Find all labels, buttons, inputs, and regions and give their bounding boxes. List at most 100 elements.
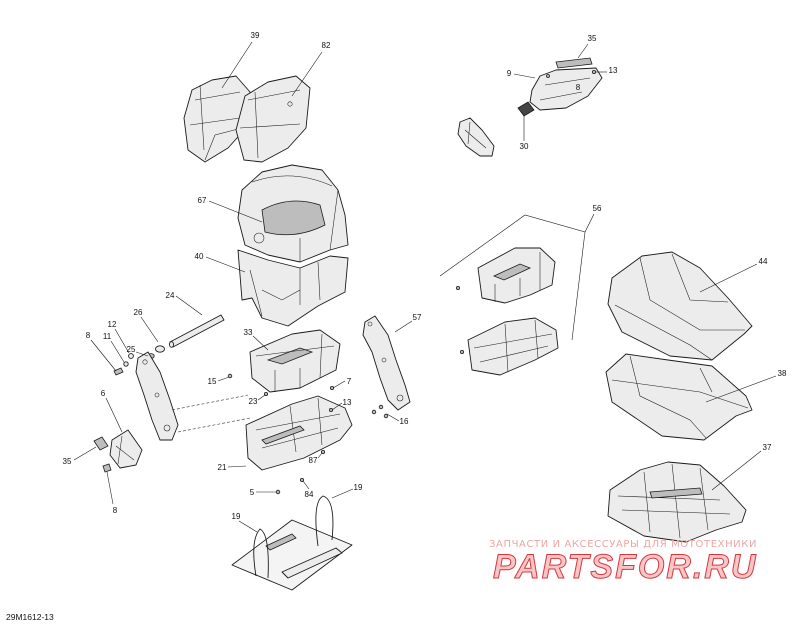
part-outline xyxy=(235,75,311,163)
leader-line xyxy=(227,465,247,468)
callout-44: 44 xyxy=(759,257,768,266)
callout-13: 13 xyxy=(609,66,618,75)
leader-line xyxy=(110,340,125,363)
leader-line xyxy=(711,450,762,491)
leader-line xyxy=(513,73,536,79)
assembly-slot xyxy=(492,263,532,281)
callout-13: 13 xyxy=(343,398,352,407)
callout-87: 87 xyxy=(309,456,318,465)
screw xyxy=(263,391,268,396)
callout-5: 5 xyxy=(250,488,255,497)
bracket-hole xyxy=(154,392,160,398)
callout-67: 67 xyxy=(198,196,207,205)
assembly-line xyxy=(177,417,251,433)
screw xyxy=(592,70,597,75)
leader-line xyxy=(705,375,777,403)
part-detail xyxy=(255,397,341,453)
part-outline xyxy=(605,353,753,441)
assembly-bracket xyxy=(439,214,586,341)
assembly-line xyxy=(171,394,249,411)
callout-39: 39 xyxy=(251,31,260,40)
watermark-tagline: ЗАПЧАСТИ И АКСЕССУАРЫ ДЛЯ МОТОТЕХНИКИ xyxy=(489,539,757,550)
part-56-frame-assembly xyxy=(455,247,559,376)
part-40-backrest-lower xyxy=(237,249,349,327)
screw xyxy=(546,74,550,78)
leader-line xyxy=(217,376,230,382)
screw xyxy=(329,385,334,390)
callout-33: 33 xyxy=(244,328,253,337)
leader-line xyxy=(584,213,595,233)
strap-loop xyxy=(315,495,334,547)
part-outline xyxy=(169,314,225,348)
callout-15: 15 xyxy=(208,377,217,386)
part-35-bumper xyxy=(93,436,109,451)
part-outline xyxy=(529,67,603,111)
callout-24: 24 xyxy=(166,291,175,300)
callout-7: 7 xyxy=(347,377,352,386)
leader-line xyxy=(394,320,413,333)
callout-11: 11 xyxy=(103,332,112,341)
part-detail xyxy=(614,253,745,361)
part-19-board xyxy=(231,495,353,591)
part-9-handle xyxy=(529,67,603,111)
part-outline xyxy=(135,351,179,441)
nut xyxy=(378,404,384,410)
part-detail xyxy=(611,355,749,439)
callout-56: 56 xyxy=(593,204,602,213)
part-detail xyxy=(239,89,301,159)
callout-21: 21 xyxy=(218,463,227,472)
side-latch xyxy=(457,117,495,157)
board-outline xyxy=(231,519,353,591)
part-30-clip xyxy=(517,101,535,117)
assembly-lower xyxy=(467,317,559,376)
leader-line xyxy=(699,263,758,293)
screw xyxy=(459,349,464,354)
leader-line xyxy=(135,351,149,357)
assembly-upper xyxy=(477,247,556,304)
callout-8: 8 xyxy=(113,506,118,515)
part-8-screw xyxy=(102,463,112,473)
part-detail xyxy=(539,77,591,101)
callout-26: 26 xyxy=(134,308,143,317)
screw xyxy=(455,285,460,290)
leader-line xyxy=(106,471,114,505)
leader-line xyxy=(332,380,346,389)
part-6-side-bracket xyxy=(135,351,179,441)
part-detail xyxy=(249,261,321,317)
part-detail xyxy=(617,463,731,539)
callout-35: 35 xyxy=(63,457,72,466)
part-24-pivot-rod xyxy=(169,314,225,348)
callout-84: 84 xyxy=(305,490,314,499)
leader-line xyxy=(331,488,354,499)
part-detail xyxy=(251,175,339,262)
leader-line xyxy=(577,43,589,59)
part-57-bracket xyxy=(362,315,411,411)
side-hole xyxy=(253,232,265,244)
latch-hinge xyxy=(109,429,143,469)
part-11-washer xyxy=(123,361,129,367)
leader-lines xyxy=(73,41,777,533)
board-block xyxy=(265,533,297,551)
callout-30: 30 xyxy=(520,142,529,151)
screw xyxy=(328,407,333,412)
callout-19: 19 xyxy=(354,483,363,492)
part-detail xyxy=(189,84,243,161)
part-44-seat-cushion xyxy=(607,251,753,361)
part-21-base-frame xyxy=(245,395,353,471)
part-outline xyxy=(249,329,341,393)
mount-hole xyxy=(287,101,293,107)
callout-25: 25 xyxy=(127,345,136,354)
leader-line xyxy=(208,200,263,223)
watermark: ЗАПЧАСТИ И АКСЕССУАРЫ ДЛЯ МОТОТЕХНИКИ PA… xyxy=(489,539,757,587)
callout-19: 19 xyxy=(232,512,241,521)
leader-line xyxy=(105,397,123,433)
bracket-hole xyxy=(142,359,148,365)
callout-40: 40 xyxy=(195,252,204,261)
leader-line xyxy=(140,316,159,343)
watermark-logo: PARTSFOR.RU xyxy=(493,548,757,586)
part-outline xyxy=(607,251,753,361)
part-67-backrest-shell xyxy=(237,164,349,263)
part-33-upper-frame xyxy=(249,329,341,393)
frame-rail xyxy=(261,425,305,445)
